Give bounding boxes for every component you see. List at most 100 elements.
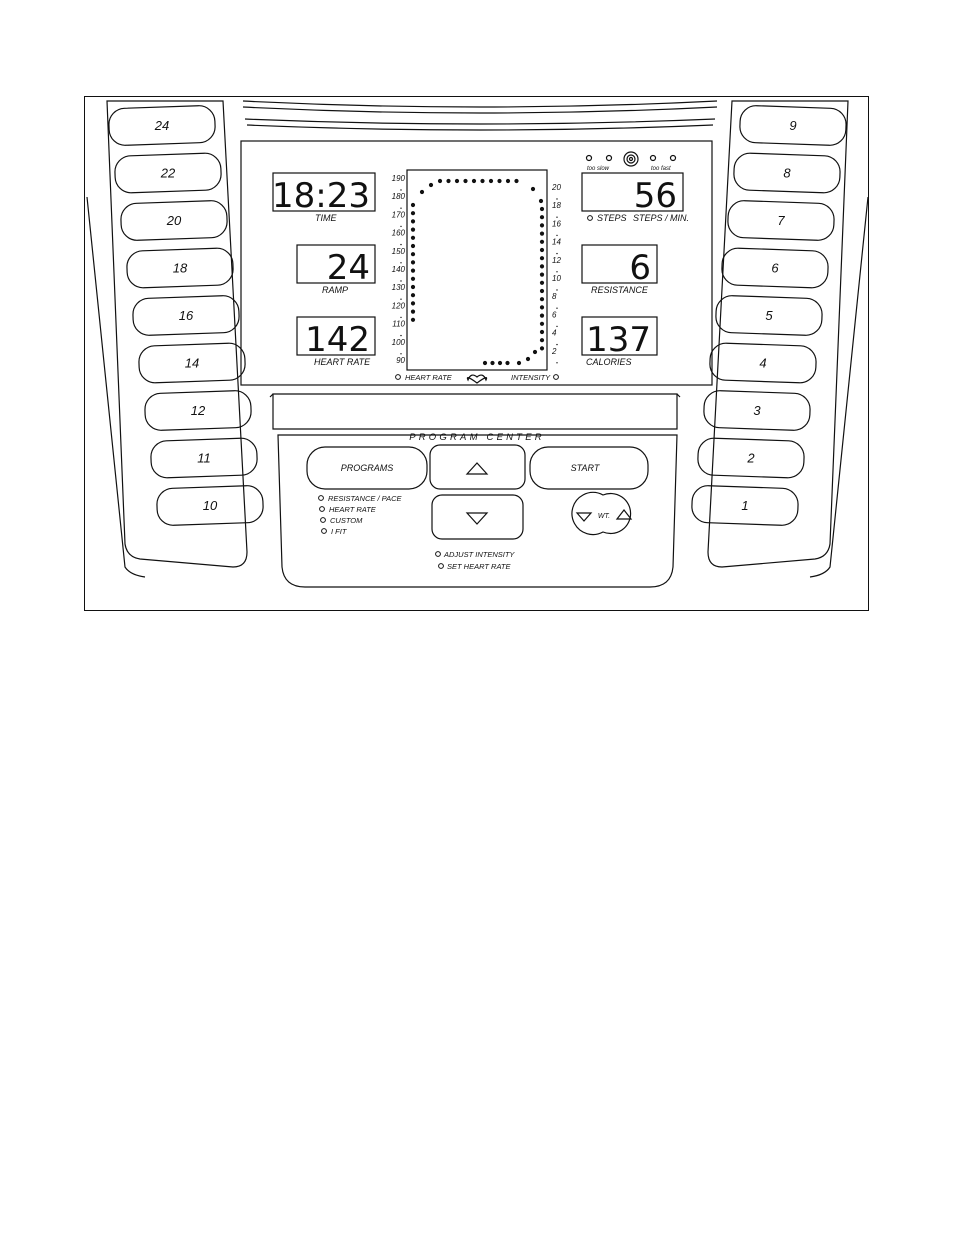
incline-key-5[interactable]: 5 [715, 295, 823, 336]
indicator-light-icon [321, 528, 327, 534]
decrease-button[interactable] [431, 494, 524, 540]
heart-rate-indicator-label: HEART RATE [405, 373, 453, 382]
top-strip-1 [242, 100, 718, 108]
right-key-panel [707, 100, 849, 568]
incline-key-8[interactable]: 8 [733, 152, 841, 194]
scale-dot [400, 316, 402, 319]
scale-dot [556, 343, 558, 346]
time-display [272, 172, 376, 212]
heart-rate-scale-tick: 150 [392, 247, 406, 256]
scale-dot [556, 252, 558, 255]
intensity-indicator-label: INTENSITY [511, 373, 551, 382]
scale-dot [400, 262, 402, 264]
intensity-scale-tick: 14 [552, 238, 561, 247]
matrix-led [539, 346, 545, 351]
incline-key-label: 4 [759, 356, 766, 371]
speed-key-20[interactable]: 20 [120, 200, 228, 241]
heart-rate-scale-tick: 100 [392, 338, 406, 347]
weight-buttons[interactable] [571, 491, 632, 536]
left-housing-edge [86, 196, 146, 578]
matrix-led [539, 231, 545, 236]
intensity-scale-tick: 12 [552, 256, 561, 265]
speed-key-12[interactable]: 12 [144, 390, 252, 431]
steps-per-min-value: 56 [634, 176, 677, 216]
speed-key-label: 20 [166, 213, 182, 228]
heart-rate-label: HEART RATE [314, 357, 371, 367]
top-strip-2 [244, 118, 716, 125]
matrix-led [410, 252, 416, 257]
indicator-light-icon [553, 374, 559, 380]
indicator-light-icon [435, 551, 441, 557]
speed-key-11[interactable]: 11 [150, 437, 258, 479]
profile-matrix [406, 169, 548, 371]
scale-dot [556, 362, 558, 364]
incline-key-label: 5 [765, 308, 773, 323]
ramp-value: 24 [327, 248, 370, 288]
matrix-led [428, 182, 434, 188]
indicator-light-icon [438, 563, 444, 569]
matrix-led [514, 178, 519, 184]
matrix-led [516, 360, 522, 366]
speed-key-label: 16 [179, 308, 194, 323]
scale-dot [400, 207, 402, 209]
incline-key-7[interactable]: 7 [727, 200, 835, 241]
matrix-led [530, 186, 536, 192]
left-key-panel [106, 100, 248, 568]
incline-key-9[interactable]: 9 [739, 105, 847, 146]
matrix-led [471, 178, 477, 184]
scale-dot [556, 234, 558, 237]
incline-key-1[interactable]: 1 [691, 485, 799, 526]
matrix-led [539, 223, 545, 228]
adjust-indicator-label: ADJUST INTENSITY [443, 550, 515, 559]
speed-key-label: 11 [197, 451, 211, 466]
heart-rate-scale-tick: 120 [392, 301, 406, 310]
speed-key-24[interactable]: 24 [108, 105, 216, 146]
heart-rate-value: 142 [305, 320, 370, 360]
speed-key-label: 22 [160, 166, 176, 181]
calories-value: 137 [586, 320, 651, 360]
calories-label: CALORIES [586, 357, 632, 367]
display-window [240, 140, 713, 386]
scale-dot [556, 325, 558, 328]
intensity-scale-tick: 18 [552, 201, 561, 210]
programs-button[interactable] [306, 446, 428, 490]
right-housing-edge [809, 196, 868, 578]
matrix-led [539, 239, 545, 244]
matrix-led [410, 219, 416, 224]
start-button[interactable] [529, 446, 649, 490]
matrix-led [490, 360, 495, 366]
incline-key-label: 8 [783, 166, 791, 181]
speed-key-18[interactable]: 18 [126, 247, 234, 289]
speed-key-14[interactable]: 14 [138, 342, 246, 384]
heart-rate-scale-tick: 170 [392, 210, 406, 219]
scale-dot [400, 334, 402, 337]
program-center-title: PROGRAM CENTER [409, 432, 545, 443]
matrix-led [410, 293, 416, 298]
heart-rate-scale-tick: 160 [392, 229, 406, 238]
intensity-scale-tick: 8 [552, 292, 557, 301]
matrix-led [532, 349, 538, 355]
incline-key-2[interactable]: 2 [697, 437, 805, 479]
resistance-display [581, 244, 658, 284]
speed-key-22[interactable]: 22 [114, 152, 222, 194]
speed-key-10[interactable]: 10 [156, 485, 264, 526]
matrix-led [539, 206, 545, 212]
resistance-value: 6 [629, 248, 651, 288]
increase-button[interactable] [429, 444, 526, 490]
indicator-light-icon [319, 506, 325, 512]
incline-key-3[interactable]: 3 [703, 390, 811, 431]
matrix-led [538, 198, 544, 204]
program-indicator-label: RESISTANCE / PACE [328, 494, 402, 503]
heart-rate-scale-tick: 190 [392, 174, 406, 183]
speed-key-label: 12 [191, 403, 206, 418]
matrix-led [410, 235, 416, 240]
incline-key-4[interactable]: 4 [709, 342, 817, 384]
matrix-led [480, 178, 485, 184]
heart-rate-scale-tick: 130 [392, 283, 406, 292]
incline-key-6[interactable]: 6 [721, 247, 829, 289]
time-label: TIME [315, 213, 337, 223]
heart-rate-scale-tick: 140 [392, 265, 406, 274]
matrix-led [419, 189, 425, 195]
speed-key-16[interactable]: 16 [132, 295, 240, 336]
